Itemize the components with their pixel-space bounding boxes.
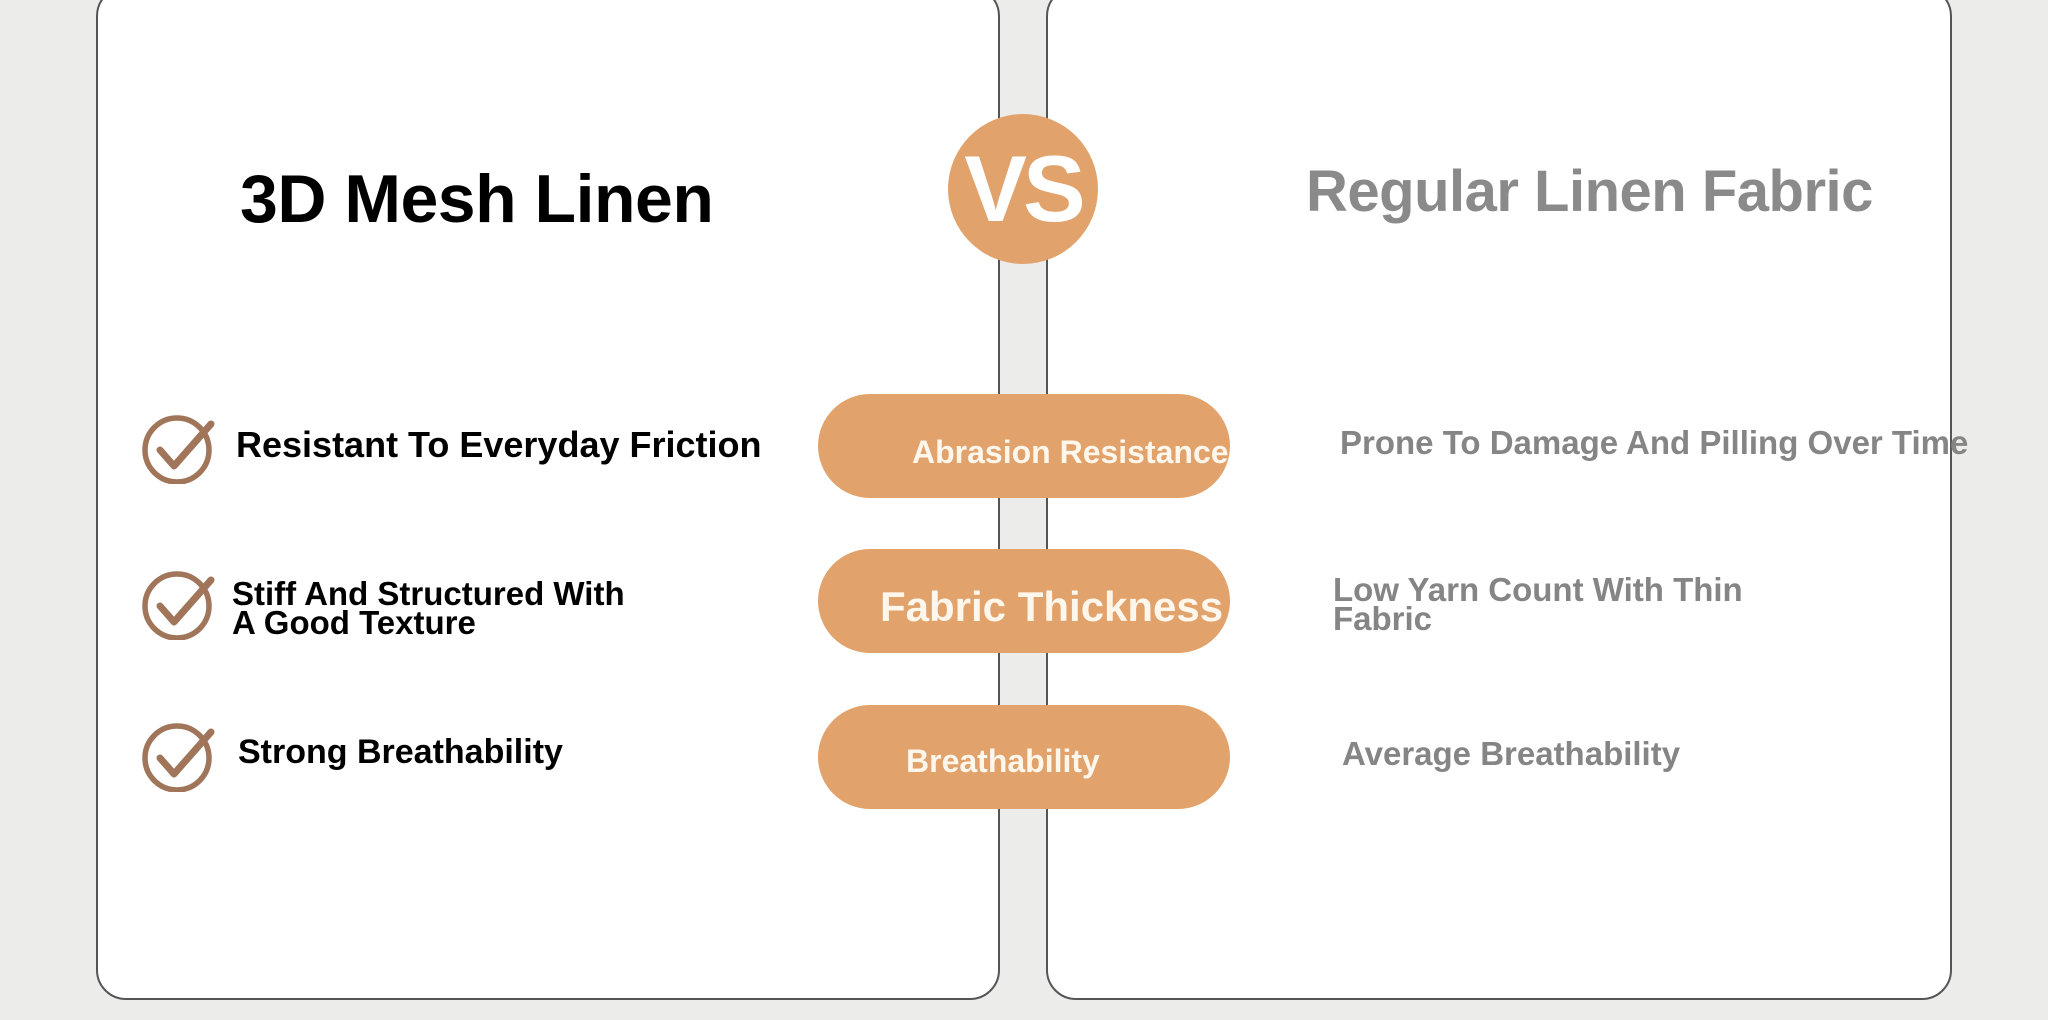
right-feature-thickness-line2: Fabric — [1333, 600, 1433, 637]
right-feature-breathability: Average Breathability — [1342, 735, 1681, 772]
left-feature-thickness-line1: Stiff And Structured With — [232, 575, 625, 612]
category-label: Fabric Thickness — [880, 583, 1224, 630]
right-feature-abrasion: Prone To Damage And Pilling Over Time — [1340, 424, 1969, 461]
left-feature-breathability: Strong Breathability — [238, 733, 563, 771]
check-circle-icon — [141, 566, 217, 640]
category-pill-breathability: Breathability — [818, 705, 1230, 809]
left-feature-abrasion: Resistant To Everyday Friction — [236, 424, 762, 465]
category-pill-abrasion-resistance: Abrasion Resistance — [818, 394, 1230, 498]
right-feature-thickness-line1: Low Yarn Count With Thin — [1333, 571, 1743, 608]
category-label: Breathability — [906, 743, 1100, 779]
category-pill-fabric-thickness: Fabric Thickness — [818, 549, 1230, 653]
category-label: Abrasion Resistance — [912, 434, 1229, 470]
left-feature-thickness-line2: A Good Texture — [232, 604, 476, 641]
right-product-title: Regular Linen Fabric — [1306, 159, 1873, 224]
check-circle-icon — [141, 718, 217, 792]
right-comparison-panel — [1046, 0, 1952, 1000]
left-comparison-panel — [96, 0, 1000, 1000]
vs-badge: VS — [948, 114, 1098, 264]
check-circle-icon — [141, 410, 217, 484]
left-product-title: 3D Mesh Linen — [240, 161, 714, 237]
